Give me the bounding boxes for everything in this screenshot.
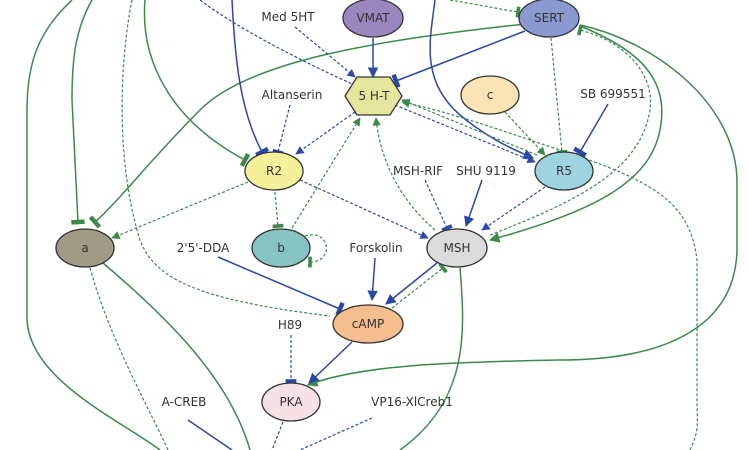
edge-sert-a	[88, 23, 526, 229]
node-pka[interactable]: PKA	[261, 382, 321, 422]
node-camp-label: cAMP	[352, 317, 384, 331]
edge-msh-5ht	[372, 117, 436, 231]
label-mshrif: MSH-RIF	[393, 164, 443, 178]
node-r5[interactable]: R5	[534, 151, 594, 191]
edge-forskolin-camp	[367, 257, 378, 302]
node-msh[interactable]: MSH	[426, 228, 488, 268]
edge-left-curve-to-r2	[143, 0, 251, 168]
edge-msh-sert-dashed	[489, 24, 652, 236]
edge-top-to-r5	[429, 0, 534, 159]
edge-r2-msh	[299, 179, 429, 239]
node-b[interactable]: b	[251, 228, 311, 268]
edge-mshrif-msh	[424, 179, 453, 232]
edge-pka-bottom	[271, 421, 284, 450]
node-sert-label: SERT	[534, 11, 565, 25]
edge-acreb-bottom	[187, 419, 233, 450]
node-5ht-label: 5 H-T	[358, 89, 390, 103]
edge-sert-msh-1	[488, 25, 663, 243]
node-5ht[interactable]: 5 H-T	[344, 76, 403, 116]
edge-5ht-r5	[394, 104, 536, 164]
edge-sert-pka	[307, 24, 738, 387]
node-b-label: b	[277, 241, 285, 255]
edge-right-dashed-5ht	[401, 99, 699, 450]
label-shu9119: SHU 9119	[456, 164, 516, 178]
label-acreb: A-CREB	[162, 395, 207, 409]
edge-left-outer-loop	[26, 0, 161, 450]
edge-med5ht-5ht	[294, 26, 356, 78]
label-forskolin: Forskolin	[349, 241, 402, 255]
edge-left-inner-line	[71, 0, 93, 225]
edge-sert-r5	[550, 37, 568, 155]
edge-left-dashed	[121, 0, 331, 317]
edge-b-self	[304, 234, 327, 268]
edge-camp-msh	[391, 262, 448, 309]
edge-sert-5ht	[391, 30, 526, 89]
edge-top-to-r2	[231, 0, 270, 158]
edge-r5-5ht	[401, 98, 538, 156]
node-vmat-label: VMAT	[356, 11, 390, 25]
edge-altanserin-r2	[272, 104, 291, 156]
label-vp16: VP16-XlCreb1	[371, 395, 453, 409]
node-sert[interactable]: SERT	[518, 0, 580, 38]
node-camp[interactable]: cAMP	[332, 304, 404, 344]
edge-a-bottom-solid	[102, 262, 251, 450]
node-pka-label: PKA	[279, 395, 303, 409]
edge-a-bottom-dashed	[89, 267, 169, 450]
edge-vp16-bottom	[299, 417, 373, 450]
edge-b-5ht	[291, 117, 361, 229]
edge-r2-b	[272, 191, 284, 229]
label-altanserin: Altanserin	[262, 88, 323, 102]
label-h89: H89	[278, 318, 302, 332]
edges-layer	[26, 0, 738, 450]
edge-camp-pka	[308, 341, 353, 384]
node-r2[interactable]: R2	[244, 151, 304, 191]
edge-dda-camp	[217, 256, 345, 317]
node-r5-label: R5	[556, 164, 572, 178]
label-med5ht: Med 5HT	[261, 10, 315, 24]
edge-top-dashed-sert	[449, 0, 521, 18]
label-dda: 2'5'-DDA	[177, 241, 230, 255]
node-vmat[interactable]: VMAT	[342, 0, 404, 38]
edge-msh-camp	[385, 262, 438, 305]
edge-5ht-r2	[295, 111, 356, 155]
node-c[interactable]: c	[460, 75, 520, 115]
edge-top-dashed-5ht	[199, 0, 353, 85]
edge-r5-msh	[481, 186, 546, 231]
node-c-label: c	[487, 88, 494, 102]
node-a[interactable]: a	[55, 228, 115, 268]
edge-r2-a	[111, 181, 249, 240]
label-sb699551: SB 699551	[580, 87, 645, 101]
edge-msh-down	[399, 267, 464, 450]
node-r2-label: R2	[266, 164, 282, 178]
edge-sb-r5	[573, 103, 609, 158]
edge-shu-msh	[464, 179, 483, 227]
node-a-label: a	[81, 241, 88, 255]
node-msh-label: MSH	[444, 241, 471, 255]
